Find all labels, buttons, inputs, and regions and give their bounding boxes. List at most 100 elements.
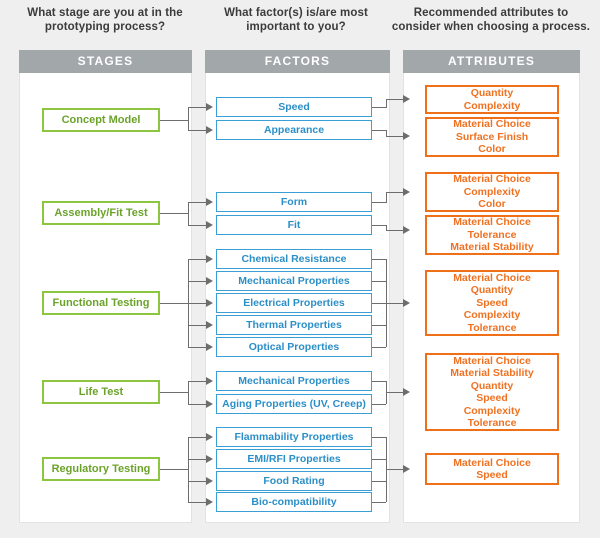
connector-stage-1-branch-2 — [188, 130, 206, 131]
connector-attribute-5-in — [386, 303, 403, 304]
connector-stage-4-branch-2 — [188, 404, 206, 405]
connector-factor-1-out — [372, 107, 386, 108]
arrow-stage-5-factor-1 — [206, 433, 213, 441]
question-attributes: Recommended attributes to consider when … — [391, 7, 591, 33]
arrow-attribute-3 — [403, 188, 410, 196]
connector-stage-4-branch-1 — [188, 381, 206, 382]
arrow-attribute-7 — [403, 465, 410, 473]
connector-stage-5-branch-3 — [188, 481, 206, 482]
connector-stage-4-riser — [188, 381, 189, 404]
connector-stage-2-trunk — [160, 213, 188, 214]
connector-factor-7-out — [372, 303, 386, 304]
connector-factor-4-riser — [386, 225, 387, 231]
arrow-attribute-5 — [403, 299, 410, 307]
arrow-stage-5-factor-4 — [206, 498, 213, 506]
stage-box-assembly-fit-test[interactable]: Assembly/Fit Test — [42, 201, 160, 225]
arrow-attribute-6 — [403, 388, 410, 396]
connector-attribute-7-in — [386, 469, 403, 470]
connector-factor-2-in — [386, 136, 403, 137]
attribute-box-6[interactable]: Material Choice Material Stability Quant… — [425, 353, 559, 431]
connector-factor-3-out — [372, 202, 386, 203]
connector-factor-2-riser — [386, 130, 387, 137]
arrow-stage-3-factor-5 — [206, 343, 213, 351]
factor-box-emi-rfi-properties[interactable]: EMI/RFI Properties — [216, 449, 372, 469]
stage-box-regulatory-testing[interactable]: Regulatory Testing — [42, 457, 160, 481]
factor-box-appearance[interactable]: Appearance — [216, 120, 372, 140]
connector-stage-1-riser — [188, 107, 189, 130]
connector-factor-1-in — [386, 99, 403, 100]
panel-header-attributes: ATTRIBUTES — [403, 50, 580, 73]
question-factors: What factor(s) is/are most important to … — [224, 7, 368, 33]
connector-stage-3-branch-1 — [188, 259, 206, 260]
connector-stage-3-branch-5 — [188, 347, 206, 348]
connector-stage-1-trunk — [160, 120, 188, 121]
connector-factor-11-out — [372, 404, 386, 405]
factor-box-speed[interactable]: Speed — [216, 97, 372, 117]
connector-factor-3-in — [386, 192, 403, 193]
arrow-stage-2-factor-1 — [206, 198, 213, 206]
connector-factor-6-out — [372, 281, 386, 282]
connector-stage-3-branch-2 — [188, 281, 206, 282]
factor-box-bio-compatibility[interactable]: Bio-compatibility — [216, 492, 372, 512]
arrow-attribute-4 — [403, 226, 410, 234]
connector-factor-14-out — [372, 481, 386, 482]
factor-box-aging-properties[interactable]: Aging Properties (UV, Creep) — [216, 394, 372, 414]
factor-box-flammability-properties[interactable]: Flammability Properties — [216, 427, 372, 447]
attribute-box-3[interactable]: Material Choice Complexity Color — [425, 172, 559, 212]
stage-box-life-test[interactable]: Life Test — [42, 380, 160, 404]
factor-box-thermal-properties[interactable]: Thermal Properties — [216, 315, 372, 335]
factor-box-form[interactable]: Form — [216, 192, 372, 212]
arrow-stage-3-factor-1 — [206, 255, 213, 263]
connector-stage-1-branch-1 — [188, 107, 206, 108]
connector-factor-15-out — [372, 502, 386, 503]
arrow-attribute-1 — [403, 95, 410, 103]
factor-box-mechanical-properties-1[interactable]: Mechanical Properties — [216, 271, 372, 291]
arrow-stage-3-factor-3 — [206, 299, 213, 307]
attribute-box-5[interactable]: Material Choice Quantity Speed Complexit… — [425, 270, 559, 336]
connector-stage-3-branch-3 — [188, 303, 206, 304]
factor-box-chemical-resistance[interactable]: Chemical Resistance — [216, 249, 372, 269]
connector-factor-12-out — [372, 437, 386, 438]
connector-factor-13-out — [372, 459, 386, 460]
stage-box-functional-testing[interactable]: Functional Testing — [42, 291, 160, 315]
factor-box-fit[interactable]: Fit — [216, 215, 372, 235]
connector-stage-2-branch-1 — [188, 202, 206, 203]
question-stages: What stage are you at in the prototyping… — [27, 7, 183, 33]
attribute-box-7[interactable]: Material Choice Speed — [425, 453, 559, 485]
attribute-box-4[interactable]: Material Choice Tolerance Material Stabi… — [425, 215, 559, 255]
arrow-attribute-2 — [403, 132, 410, 140]
factor-box-optical-properties[interactable]: Optical Properties — [216, 337, 372, 357]
connector-stage-3-branch-4 — [188, 325, 206, 326]
connector-stage-5-branch-1 — [188, 437, 206, 438]
connector-factor-4-in — [386, 230, 403, 231]
connector-factor-5-out — [372, 259, 386, 260]
connector-factor-9-out — [372, 347, 386, 348]
connector-attribute-6-in — [386, 392, 403, 393]
connector-factor-4-out — [372, 225, 386, 226]
factor-box-electrical-properties[interactable]: Electrical Properties — [216, 293, 372, 313]
connector-stage-5-branch-4 — [188, 502, 206, 503]
arrow-stage-1-factor-1 — [206, 103, 213, 111]
connector-factor-10-out — [372, 381, 386, 382]
arrow-stage-3-factor-4 — [206, 321, 213, 329]
attribute-box-1[interactable]: Quantity Complexity — [425, 85, 559, 114]
arrow-stage-5-factor-2 — [206, 455, 213, 463]
connector-stage-3-trunk — [160, 303, 188, 304]
connector-stage-5-branch-2 — [188, 459, 206, 460]
stage-box-concept-model[interactable]: Concept Model — [42, 108, 160, 132]
arrow-stage-4-factor-2 — [206, 400, 213, 408]
factor-box-mechanical-properties-2[interactable]: Mechanical Properties — [216, 371, 372, 391]
connector-factor-8-out — [372, 325, 386, 326]
arrow-stage-3-factor-2 — [206, 277, 213, 285]
attribute-box-2[interactable]: Material Choice Surface Finish Color — [425, 117, 559, 157]
arrow-stage-2-factor-2 — [206, 221, 213, 229]
connector-stage-5-riser — [188, 437, 189, 502]
connector-factor-2-out — [372, 130, 386, 131]
arrow-stage-5-factor-3 — [206, 477, 213, 485]
factor-box-food-rating[interactable]: Food Rating — [216, 471, 372, 491]
connector-factor-3-riser — [386, 192, 387, 203]
arrow-stage-1-factor-2 — [206, 126, 213, 134]
connector-stage-5-trunk — [160, 469, 188, 470]
connector-stage-2-riser — [188, 202, 189, 225]
